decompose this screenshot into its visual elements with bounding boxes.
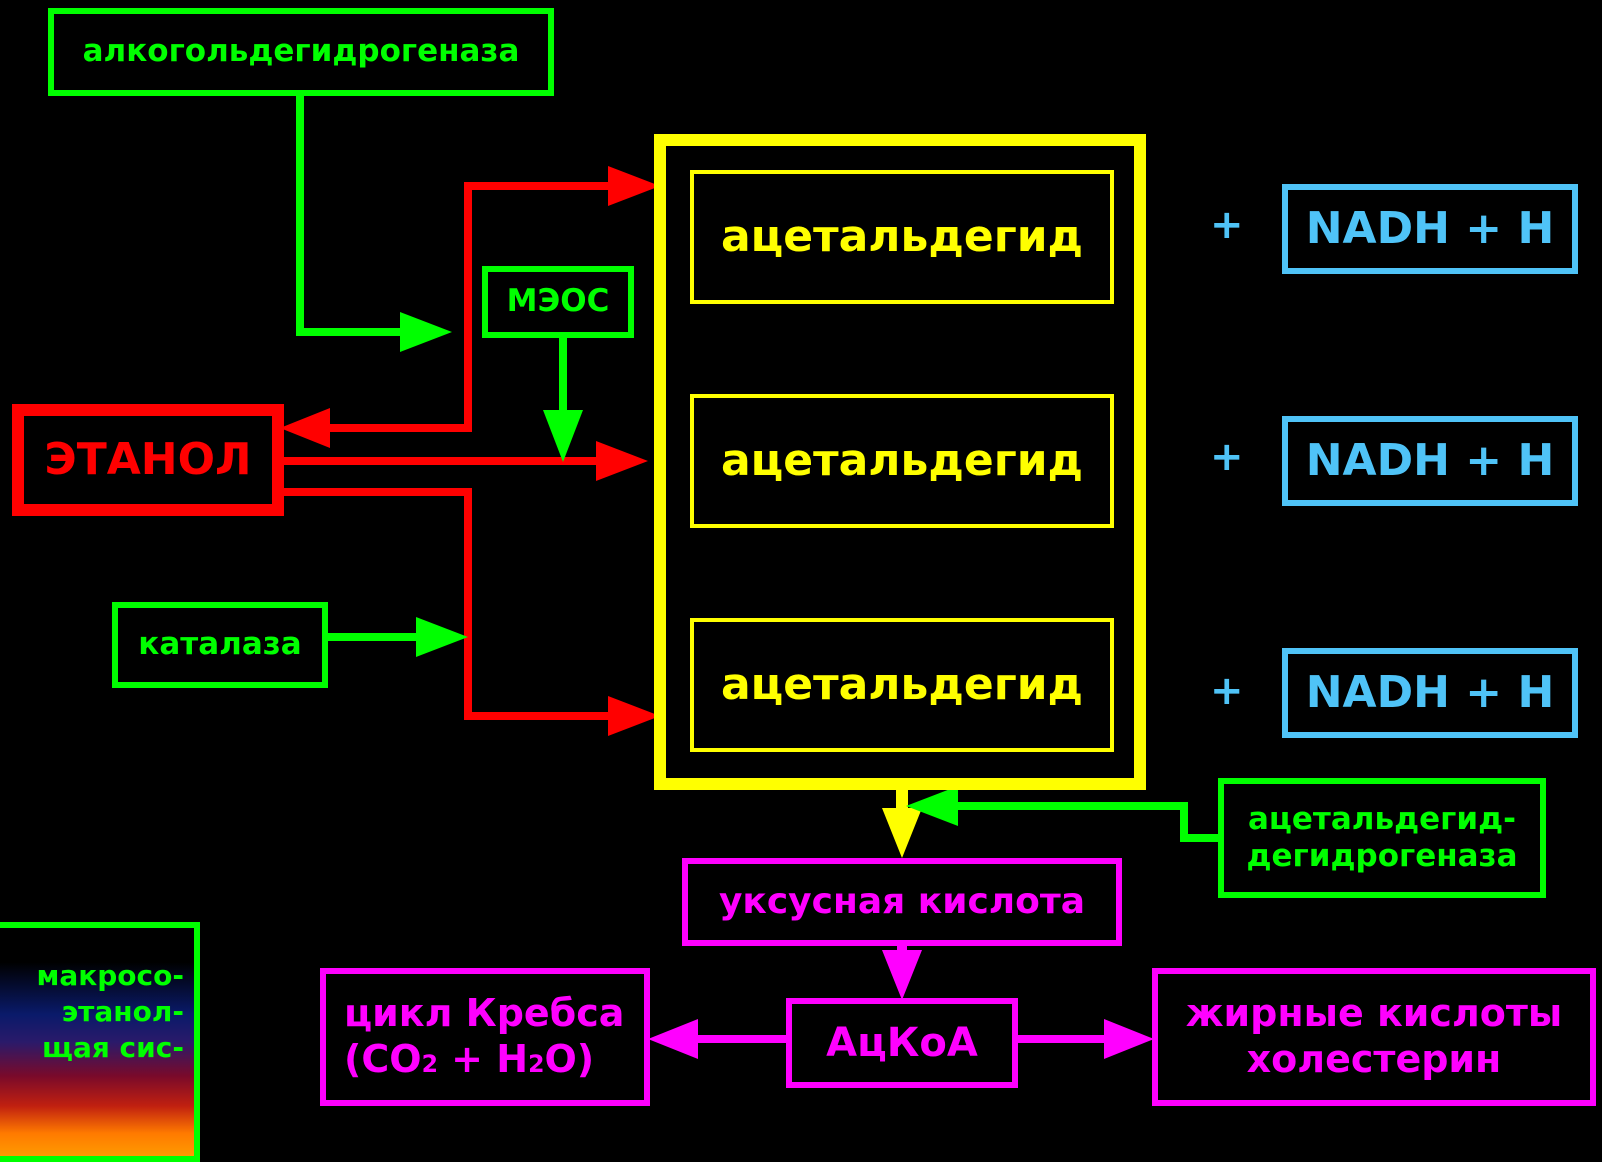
aldh-label-line2: дегидрогеназа <box>1246 838 1518 874</box>
acetyl-coa-label: АцКоА <box>826 1020 978 1066</box>
acetaldehyde-box-2: ацетальдегид <box>690 394 1114 528</box>
legend-box: макросо- этанол- щая сис- <box>0 922 200 1162</box>
ethanol-to-acetaldehyde-2-arrowhead <box>596 441 648 481</box>
catalase-label: каталаза <box>138 626 302 663</box>
acetaldehyde-box-1: ацетальдегид <box>690 170 1114 304</box>
acetaldehyde-to-acetic-acid-arrowhead <box>882 808 922 858</box>
acetic-acid-box: уксусная кислота <box>682 858 1122 946</box>
acetic-acid-label: уксусная кислота <box>718 881 1086 923</box>
ethanol-to-acetaldehyde-1-arrowhead <box>608 166 660 206</box>
accoa-to-fatty-arrowhead <box>1104 1019 1154 1059</box>
legend-line-1: макросо- <box>36 959 184 992</box>
adh-connector-line <box>296 92 400 336</box>
aldh-box: ацетальдегид- дегидрогеназа <box>1218 778 1546 898</box>
alcohol-dehydrogenase-label: алкогольдегидрогеназа <box>82 33 520 70</box>
ethanol-box: ЭТАНОЛ <box>12 404 284 516</box>
acetaldehyde-frame <box>654 134 1146 790</box>
acetaldehyde-label-2: ацетальдегид <box>720 434 1084 486</box>
acetaldehyde-box-3: ацетальдегид <box>690 618 1114 752</box>
nadh-box-2: NADH + H <box>1282 416 1578 506</box>
legend-line-2: этанол- <box>61 994 184 1028</box>
plus-sign-2: + <box>1210 434 1244 480</box>
ethanol-to-acetaldehyde-3-line <box>280 488 610 720</box>
nadh-box-1: NADH + H <box>1282 184 1578 274</box>
ethanol-to-acetaldehyde-3-arrowhead <box>608 696 660 736</box>
meos-arrowhead <box>543 410 583 462</box>
krebs-label-line2: (CO2 + H2O) <box>344 1037 595 1081</box>
aldh-arrowhead <box>906 786 958 826</box>
catalase-arrowhead <box>416 617 468 657</box>
ethanol-label: ЭТАНОЛ <box>44 433 252 485</box>
nadh-label-2: NADH + H <box>1305 434 1555 486</box>
krebs-cycle-box: цикл Кребса (CO2 + H2O) <box>320 968 650 1106</box>
aldh-connector-line <box>954 802 1222 842</box>
catalase-box: каталаза <box>112 602 328 688</box>
nadh-label-3: NADH + H <box>1305 666 1555 718</box>
meos-box: МЭОС <box>482 266 634 338</box>
aldh-label-line1: ацетальдегид- <box>1248 800 1516 837</box>
accoa-to-krebs-arrowhead <box>648 1019 698 1059</box>
alcohol-dehydrogenase-box: алкогольдегидрогеназа <box>48 8 554 96</box>
meos-label: МЭОС <box>506 283 610 320</box>
nadh-label-1: NADH + H <box>1305 202 1555 254</box>
acetaldehyde-label-1: ацетальдегид <box>720 210 1084 262</box>
fatty-acids-box: жирные кислоты холестерин <box>1152 968 1596 1106</box>
plus-sign-1: + <box>1210 202 1244 248</box>
return-to-ethanol-arrowhead <box>280 408 330 448</box>
acetaldehyde-label-3: ацетальдегид <box>720 658 1084 710</box>
plus-sign-3: + <box>1210 668 1244 714</box>
nadh-box-3: NADH + H <box>1282 648 1578 738</box>
legend-line-3: щая сис- <box>41 1030 184 1064</box>
adh-arrowhead <box>400 312 452 352</box>
cholesterol-label: холестерин <box>1246 1037 1502 1081</box>
acetic-acid-to-accoa-arrowhead <box>882 950 922 1000</box>
ethanol-to-acetaldehyde-1-line <box>312 182 610 432</box>
fatty-acids-label: жирные кислоты <box>1185 991 1563 1036</box>
acetyl-coa-box: АцКоА <box>786 998 1018 1088</box>
krebs-label-line1: цикл Кребса <box>344 991 625 1036</box>
